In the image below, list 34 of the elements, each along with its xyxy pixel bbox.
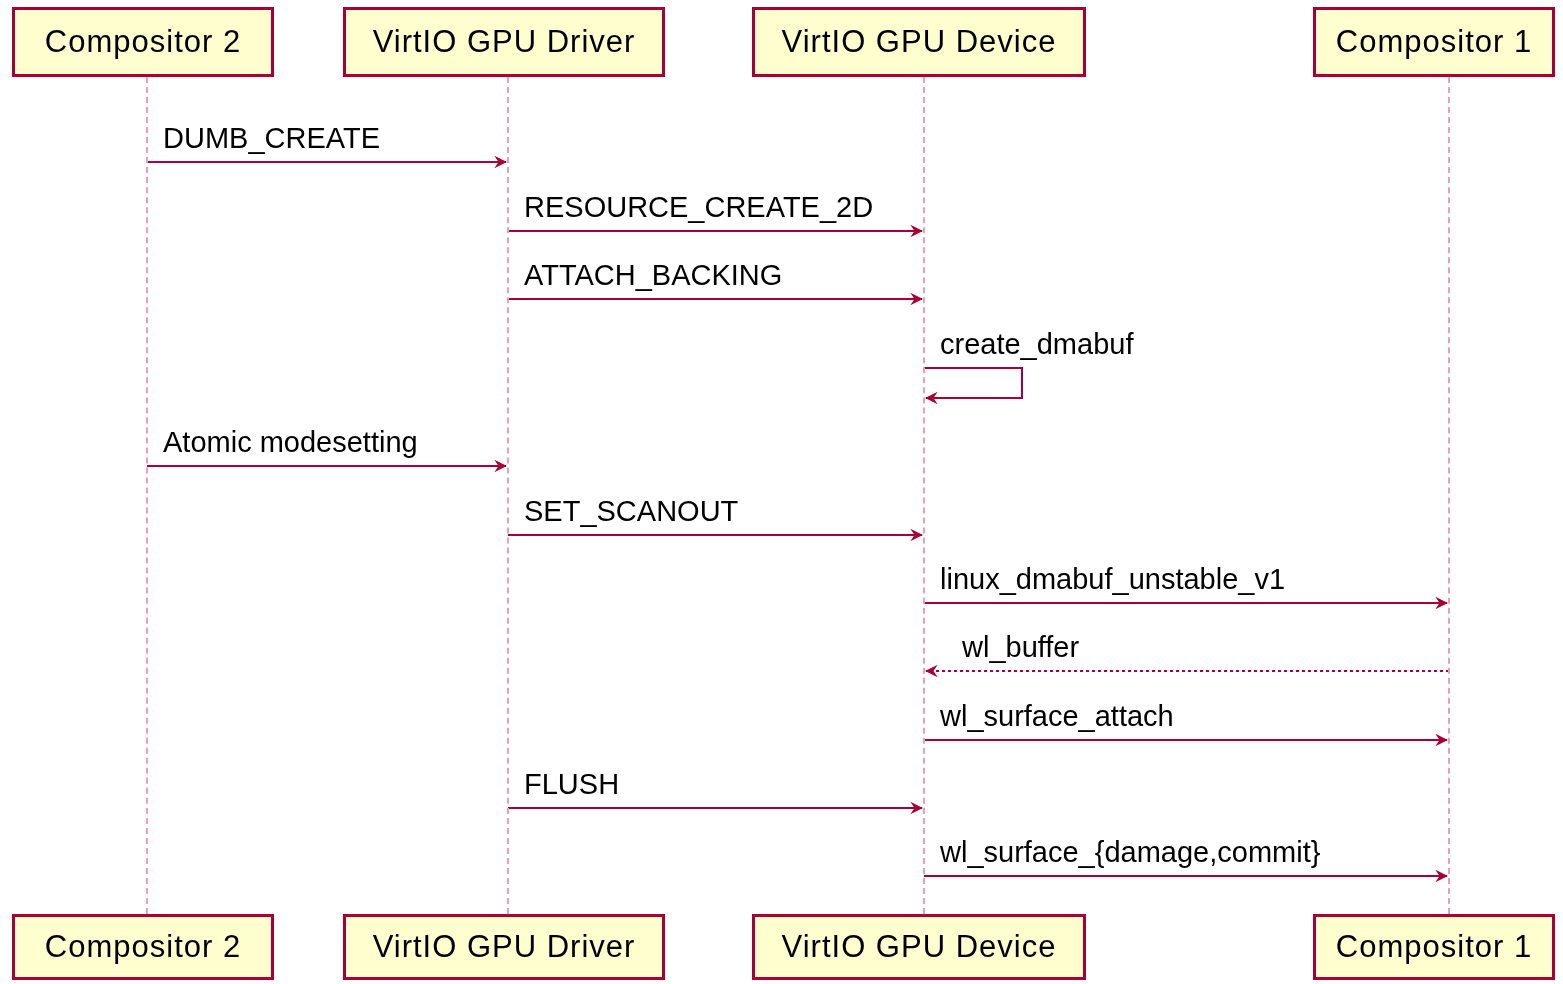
message-arrow [507,224,923,238]
lifeline [507,77,509,914]
message-label: create_dmabuf [940,330,1134,359]
message-label: linux_dmabuf_unstable_v1 [940,565,1286,594]
lifeline [146,77,148,914]
lifeline [923,77,925,914]
message-label: wl_surface_attach [940,702,1174,731]
message-arrow [507,528,923,542]
message-arrow [146,459,507,473]
participant-box: VirtIO GPU Device [752,7,1086,77]
message-arrow [146,155,507,169]
participant-box: Compositor 1 [1313,914,1555,980]
message-label: wl_buffer [962,633,1080,662]
participant-box: VirtIO GPU Device [752,914,1086,980]
message-label: ATTACH_BACKING [524,261,783,290]
message-label: Atomic modesetting [163,428,418,457]
lifeline [1448,77,1450,914]
participant-box: Compositor 2 [12,7,274,77]
participant-box: VirtIO GPU Driver [343,7,665,77]
self-message-arrow [923,367,1023,405]
message-label: RESOURCE_CREATE_2D [524,193,874,222]
message-arrow [925,664,1450,678]
message-arrow [923,596,1448,610]
participant-box: VirtIO GPU Driver [343,914,665,980]
message-arrow [507,801,923,815]
message-arrow [923,733,1448,747]
message-label: SET_SCANOUT [524,497,739,526]
message-arrow [507,292,923,306]
message-label: DUMB_CREATE [163,124,380,153]
message-arrow [923,869,1448,883]
message-label: wl_surface_{damage,commit} [940,838,1321,867]
participant-box: Compositor 2 [12,914,274,980]
message-label: FLUSH [524,770,620,799]
participant-box: Compositor 1 [1313,7,1555,77]
